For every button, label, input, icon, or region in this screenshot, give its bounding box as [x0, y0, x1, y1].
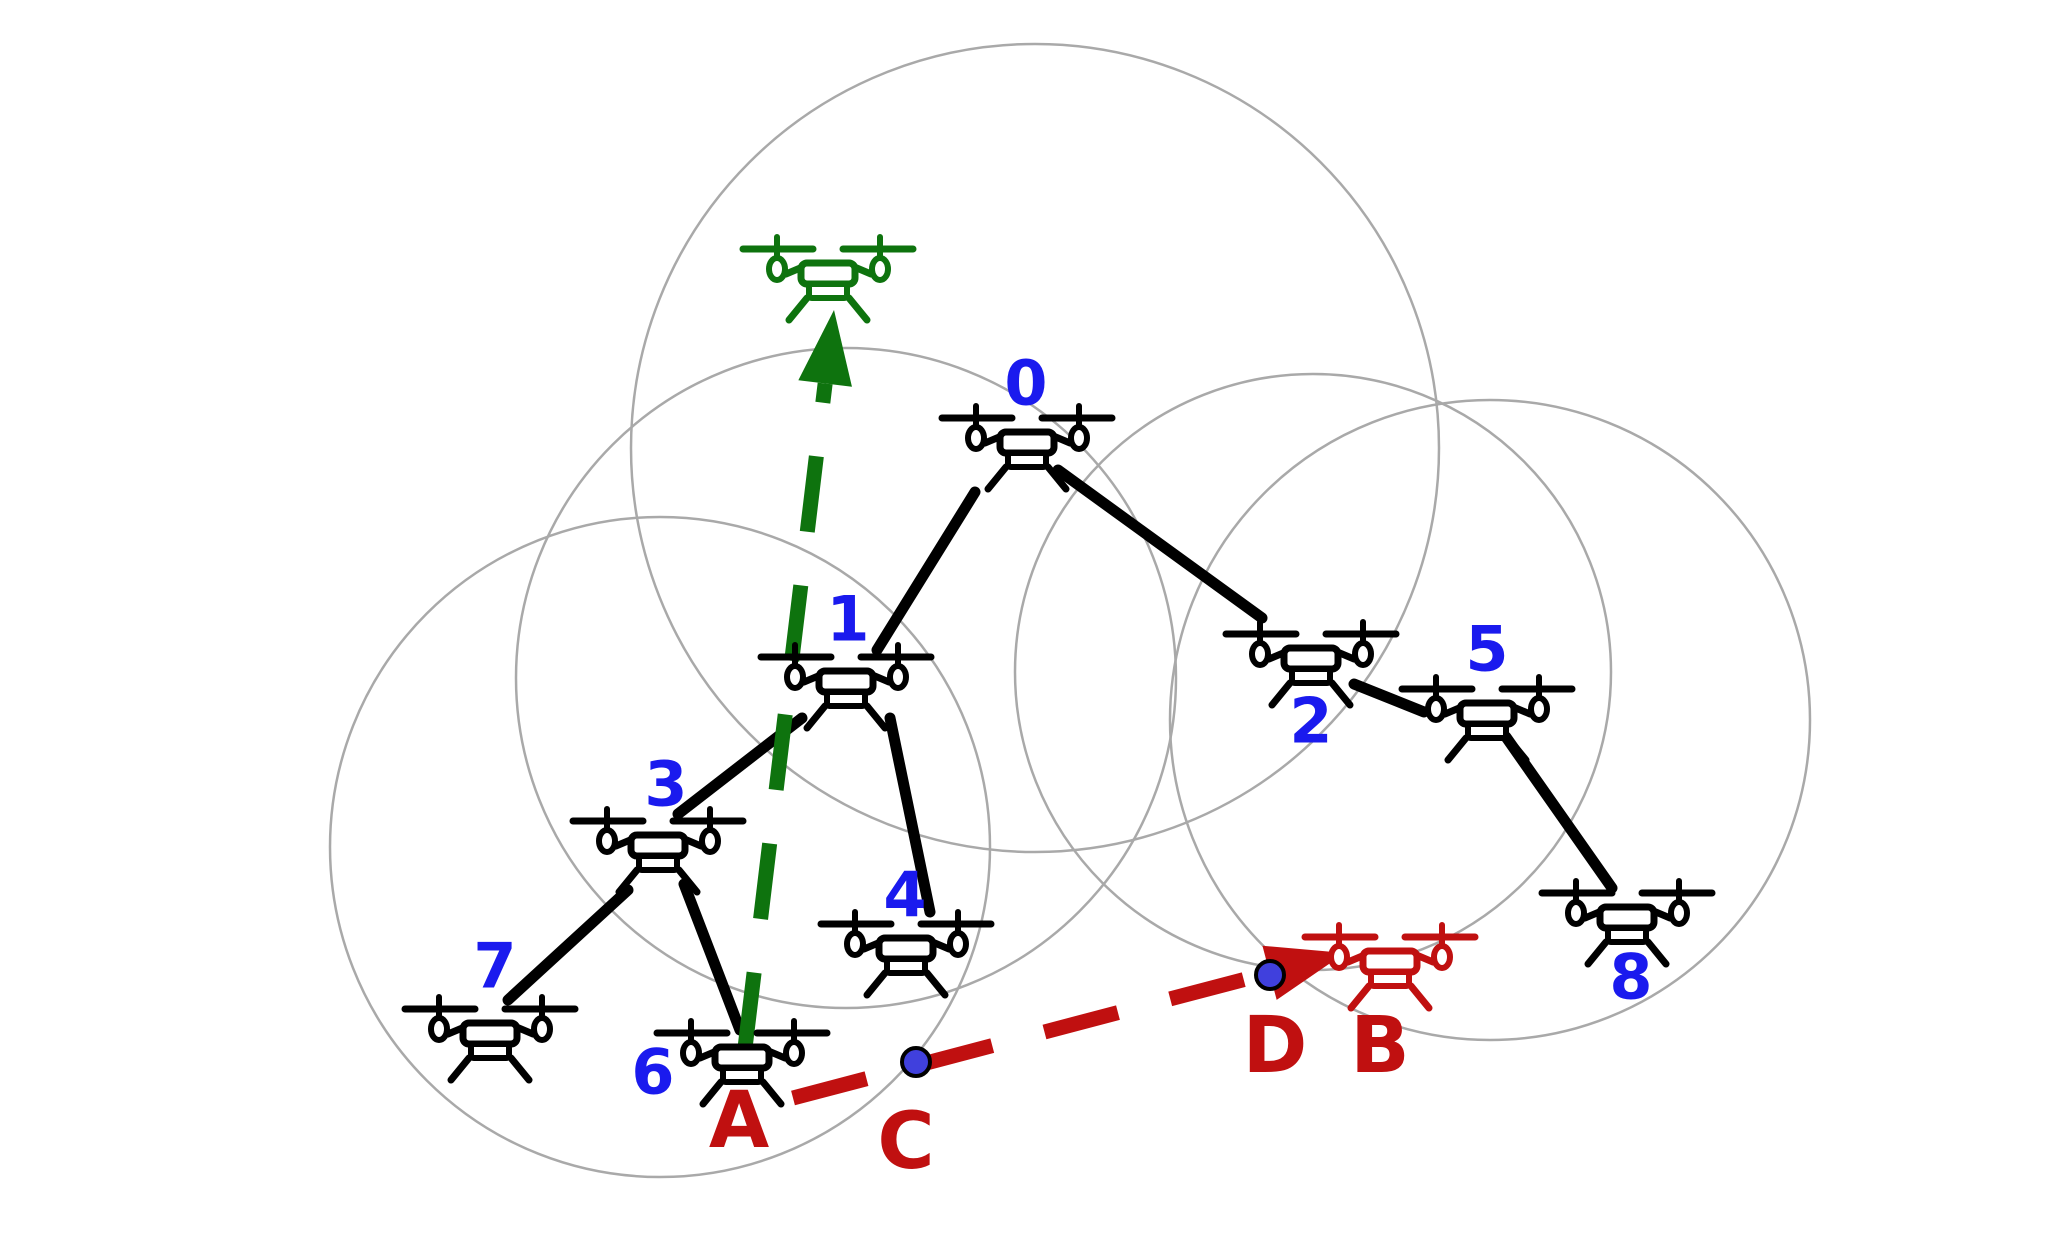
marker-B-label: B	[1350, 1001, 1409, 1091]
uav-3-label: 3	[644, 748, 687, 821]
uav-0-label: 0	[1004, 347, 1047, 420]
route-red-to-target-arrowhead-icon	[1262, 945, 1345, 1000]
route-green-ascent-dashed-line	[737, 382, 833, 1049]
range-circle-uav-3	[328, 515, 992, 1179]
uav-6-label: 6	[631, 1036, 674, 1109]
marker-D-label: D	[1243, 1001, 1308, 1091]
waypoints-layer	[900, 959, 1286, 1078]
uav-relay-green-drone-icon	[743, 237, 913, 320]
uav-3-drone-icon	[573, 809, 743, 892]
waypoint-dot-C	[900, 1046, 932, 1078]
uav-7-drone-icon	[405, 997, 575, 1080]
uav-5-label: 5	[1465, 613, 1508, 686]
uav-7-label: 7	[473, 930, 516, 1003]
uav-4-label: 4	[883, 859, 926, 932]
uav-target-red-drone-icon	[1305, 925, 1475, 1008]
uav-8-label: 8	[1609, 941, 1652, 1014]
link-uav-1-uav-4	[884, 712, 936, 918]
drones-layer	[405, 237, 1712, 1104]
marker-C-label: C	[877, 1097, 934, 1187]
uav-5-drone-icon	[1402, 677, 1572, 760]
range-circle-uav-5	[1168, 398, 1812, 1042]
range-circle-uav-1	[514, 346, 1178, 1010]
route-green-ascent-arrowhead-icon	[798, 310, 852, 387]
uav-2-label: 2	[1289, 685, 1332, 758]
marker-A-label: A	[709, 1076, 769, 1166]
link-uav-3-uav-6	[678, 878, 746, 1036]
route-red-to-target-dashed-line	[791, 965, 1272, 1106]
uav-1-label: 1	[826, 583, 869, 656]
link-uav-3-uav-7	[502, 884, 634, 1006]
waypoint-dot-D	[1254, 959, 1286, 991]
range-circle-uav-0	[629, 42, 1441, 854]
link-uav-0-uav-2	[1052, 464, 1268, 624]
link-uav-0-uav-1	[871, 486, 981, 656]
link-uav-2-uav-5	[1348, 678, 1430, 718]
routes-layer	[737, 310, 1345, 1106]
